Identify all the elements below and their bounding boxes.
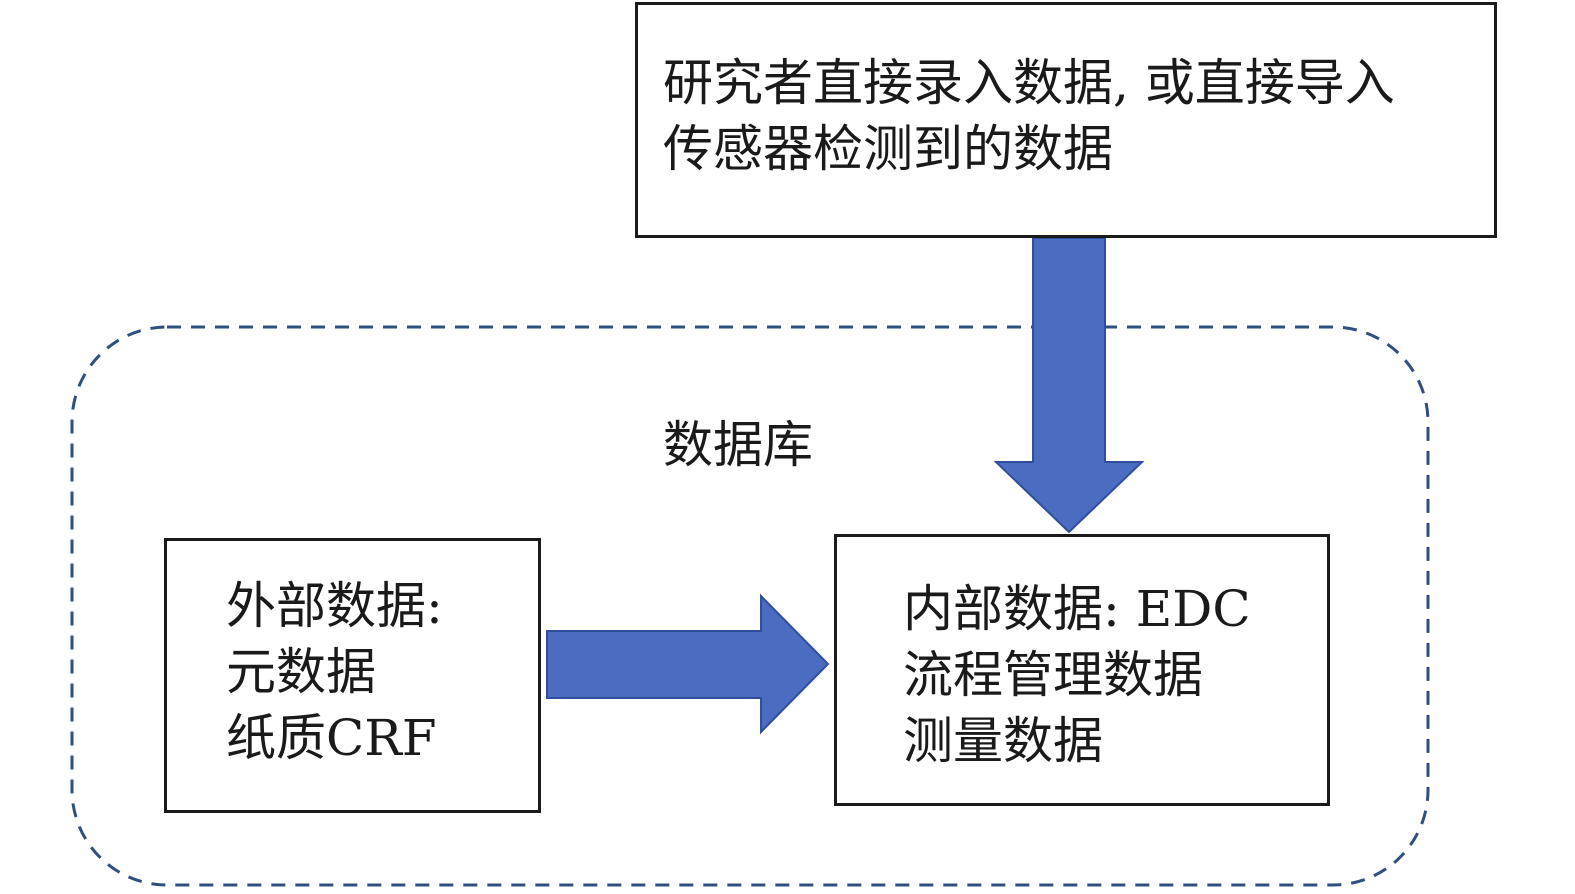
data-source-line-1: 研究者直接录入数据, 或直接导入 (663, 54, 1395, 112)
data-source-box (635, 2, 1497, 238)
data-source-line-2: 传感器检测到的数据 (663, 120, 1113, 178)
internal-data-line-3: 测量数据 (903, 712, 1103, 770)
internal-data-line-1: 内部数据: EDC (903, 580, 1251, 638)
external-data-line-3: 纸质CRF (226, 709, 437, 767)
internal-data-line-2: 流程管理数据 (903, 646, 1203, 704)
external-data-line-1: 外部数据: (226, 577, 443, 635)
down-arrow (993, 237, 1145, 534)
right-arrow (546, 593, 830, 735)
internal-data-box (834, 534, 1330, 806)
database-boundary (70, 325, 1430, 887)
external-data-box (164, 538, 541, 813)
external-data-line-2: 元数据 (226, 643, 376, 701)
database-label: 数据库 (663, 416, 813, 474)
